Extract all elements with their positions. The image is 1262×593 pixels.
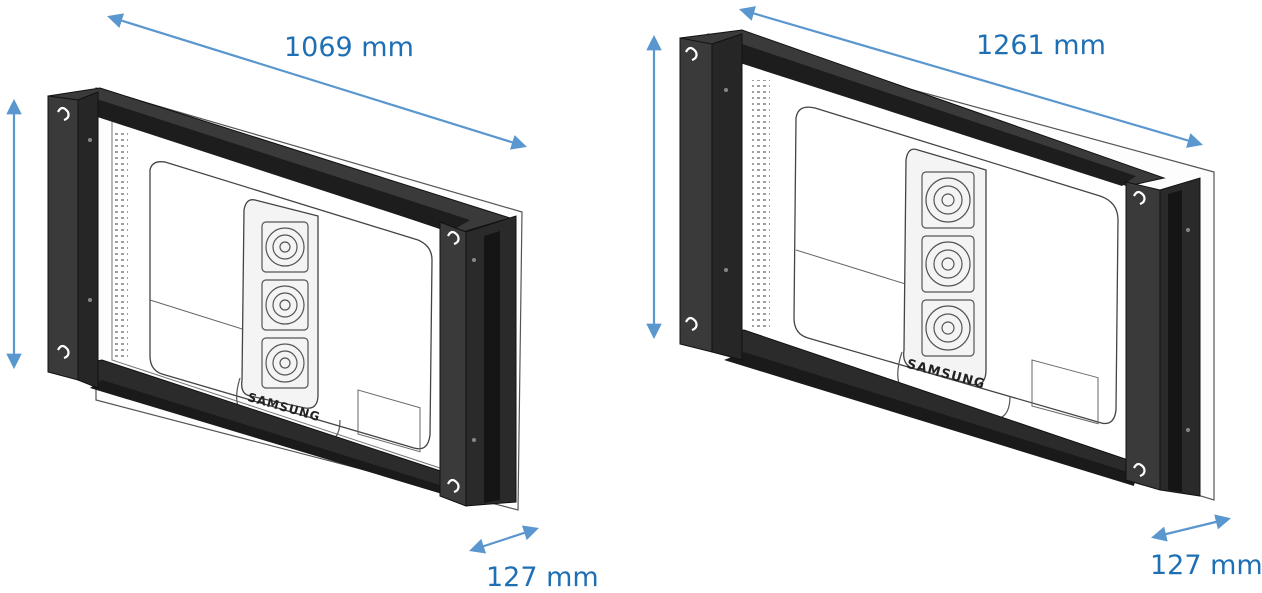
cooling-fans-right (921, 171, 975, 357)
dimension-arrows (6, 6, 1231, 554)
left-depth-label: 127 mm (486, 562, 599, 593)
left-width-arrow (107, 13, 527, 150)
fan-housing-right (903, 148, 987, 386)
left-width-label: 1069 mm (284, 32, 414, 63)
right-display: SAMSUNG (679, 29, 1215, 501)
left-depth-arrow (469, 525, 539, 554)
right-depth-arrow (1151, 514, 1231, 542)
left-display: SAMSUNG (47, 87, 523, 511)
vent-strip (114, 130, 128, 360)
right-depth-label: 127 mm (1150, 550, 1262, 581)
cooling-fans (261, 221, 309, 389)
vent-strip-right (752, 80, 770, 330)
right-width-label: 1261 mm (976, 30, 1106, 61)
right-width-arrow (739, 6, 1203, 148)
